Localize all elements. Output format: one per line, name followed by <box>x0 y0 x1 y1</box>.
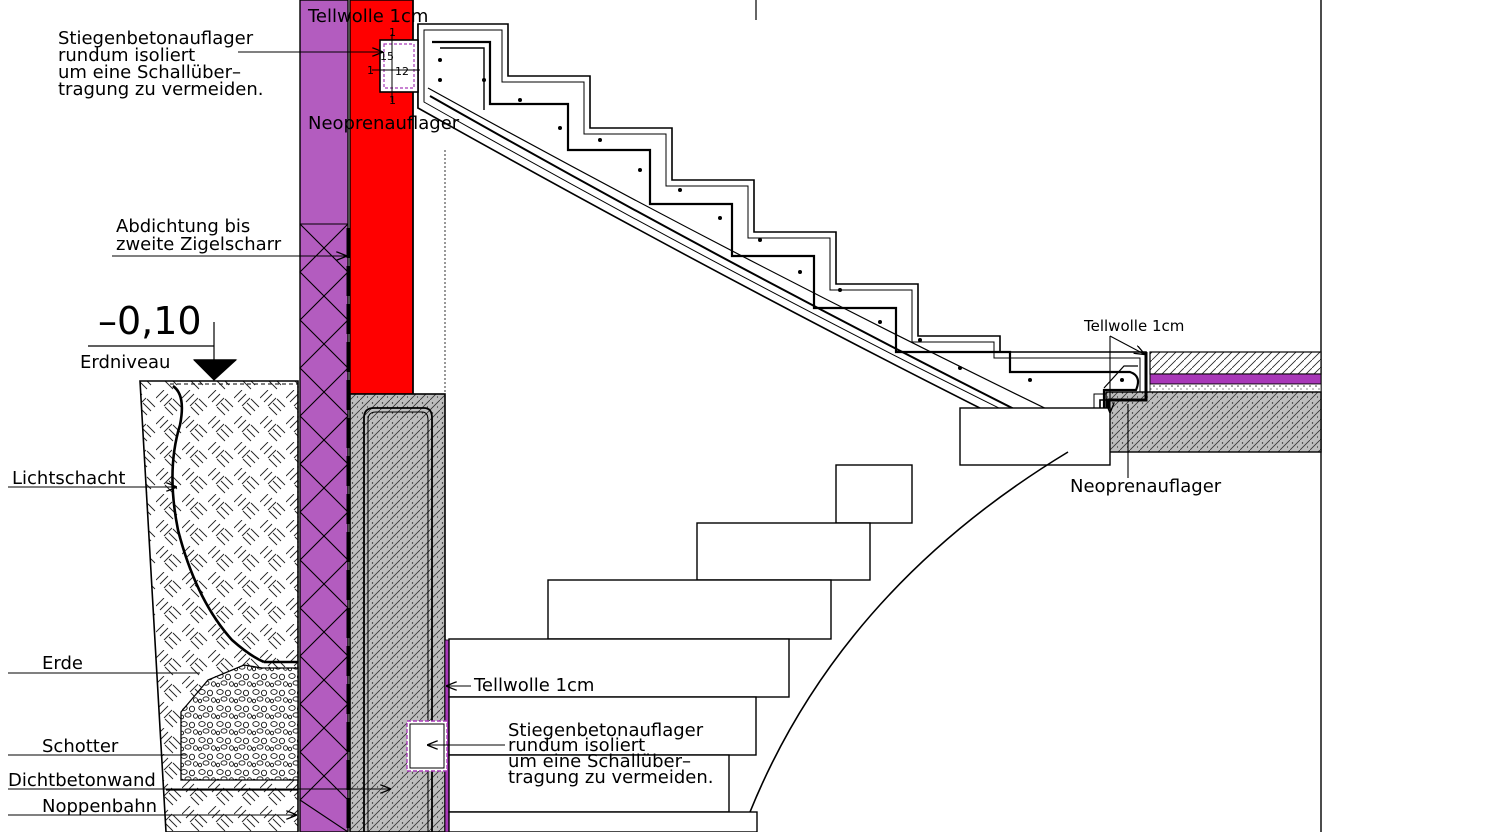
schotter-label: Schotter <box>42 736 119 757</box>
dim-1-top: 1 <box>389 26 396 39</box>
top-note-line-3: um eine Schallüber– <box>58 62 241 83</box>
bottom-note-line-3: um eine Schallüber– <box>508 751 691 772</box>
level-marker <box>88 322 238 381</box>
concrete-wall <box>349 393 450 832</box>
dim-15: 15 <box>380 50 394 63</box>
erde-label: Erde <box>42 653 83 674</box>
annotations: Stiegenbetonauflager rundum isoliert um … <box>8 6 1222 817</box>
lichtschacht-label: Lichtschacht <box>12 468 125 489</box>
level-value: –0,10 <box>98 299 202 343</box>
dichtbetonwand-label: Dichtbetonwand <box>8 770 156 791</box>
neopren-right-label: Neoprenauflager <box>1070 476 1222 497</box>
bottom-note-line-1: Stiegenbetonauflager <box>508 720 704 741</box>
neopren-top-label: Neoprenauflager <box>308 113 460 134</box>
top-note-line-4: tragung zu vermeiden. <box>58 79 264 100</box>
abdichtung-line-2: zweite Zigelscharr <box>116 234 282 255</box>
leader-lines <box>8 52 1144 815</box>
stair-soffit-curve <box>749 451 1069 813</box>
floor-slab <box>1105 351 1322 453</box>
dim-1-bottom: 1 <box>389 94 396 107</box>
dim-1-left: 1 <box>367 64 374 77</box>
tellwolle-top-label: Tellwolle 1cm <box>307 6 428 27</box>
bottom-note-line-2: rundum isoliert <box>508 735 645 756</box>
top-note-line-2: rundum isoliert <box>58 45 195 66</box>
top-support-detail: 1 1 15 12 1 <box>367 26 420 107</box>
erdniveau-label: Erdniveau <box>80 352 170 373</box>
soil-body <box>139 380 299 832</box>
upper-stair-flight <box>417 23 1147 453</box>
tellwolle-right-label: Tellwolle 1cm <box>1083 317 1184 335</box>
bottom-note-line-4: tragung zu vermeiden. <box>508 767 714 788</box>
top-note-line-1: Stiegenbetonauflager <box>58 28 254 49</box>
dim-12: 12 <box>395 65 409 78</box>
outer-insulation <box>299 0 350 832</box>
noppenbahn-label: Noppenbahn <box>42 796 157 817</box>
abdichtung-line-1: Abdichtung bis <box>116 216 250 237</box>
tellwolle-bottom-label: Tellwolle 1cm <box>473 675 594 696</box>
